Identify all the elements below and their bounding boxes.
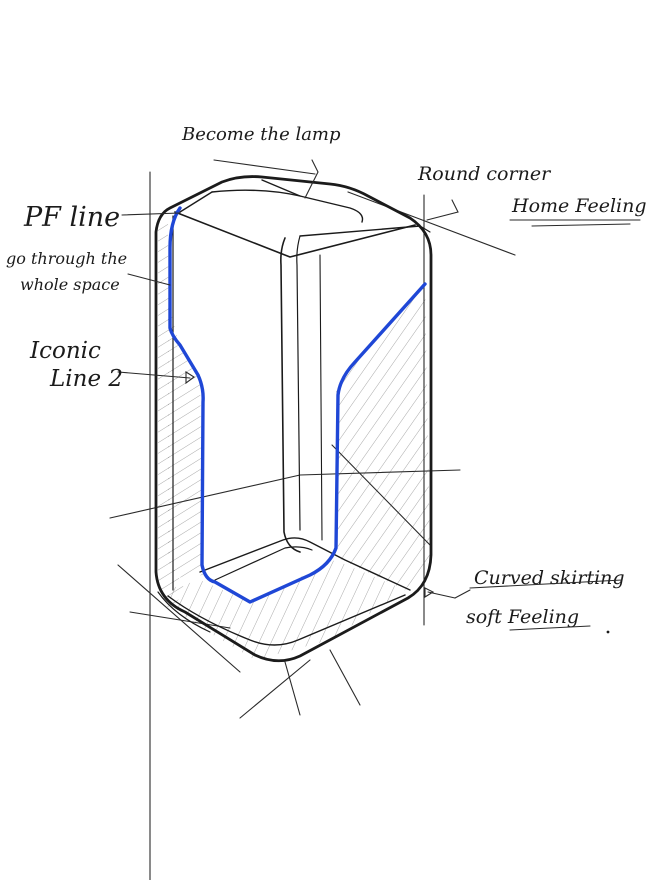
note-line-2: Line 2 — [49, 366, 123, 392]
note-become-lamp: Become the lamp — [181, 124, 341, 145]
note-soft-feeling: soft Feeling — [466, 606, 579, 628]
note-iconic: Iconic — [29, 338, 101, 364]
note-round-corner: Round corner — [417, 163, 552, 185]
shading — [158, 222, 430, 660]
note-go-through-1: go through the — [6, 249, 127, 268]
box-outline — [154, 175, 433, 663]
ink-dot — [606, 630, 610, 634]
soft-feeling-underline — [509, 625, 591, 631]
note-go-through-2: whole space — [20, 275, 120, 294]
note-curved-skirting: Curved skirting — [474, 567, 625, 589]
note-home-feeling: Home Feeling — [511, 195, 647, 217]
note-pf-line: PF line — [23, 202, 120, 233]
leader-lines — [117, 159, 471, 599]
curved-skirting-underline — [469, 579, 623, 589]
home-feeling-underline-2 — [531, 223, 631, 227]
iconic-line-blue — [168, 206, 427, 604]
